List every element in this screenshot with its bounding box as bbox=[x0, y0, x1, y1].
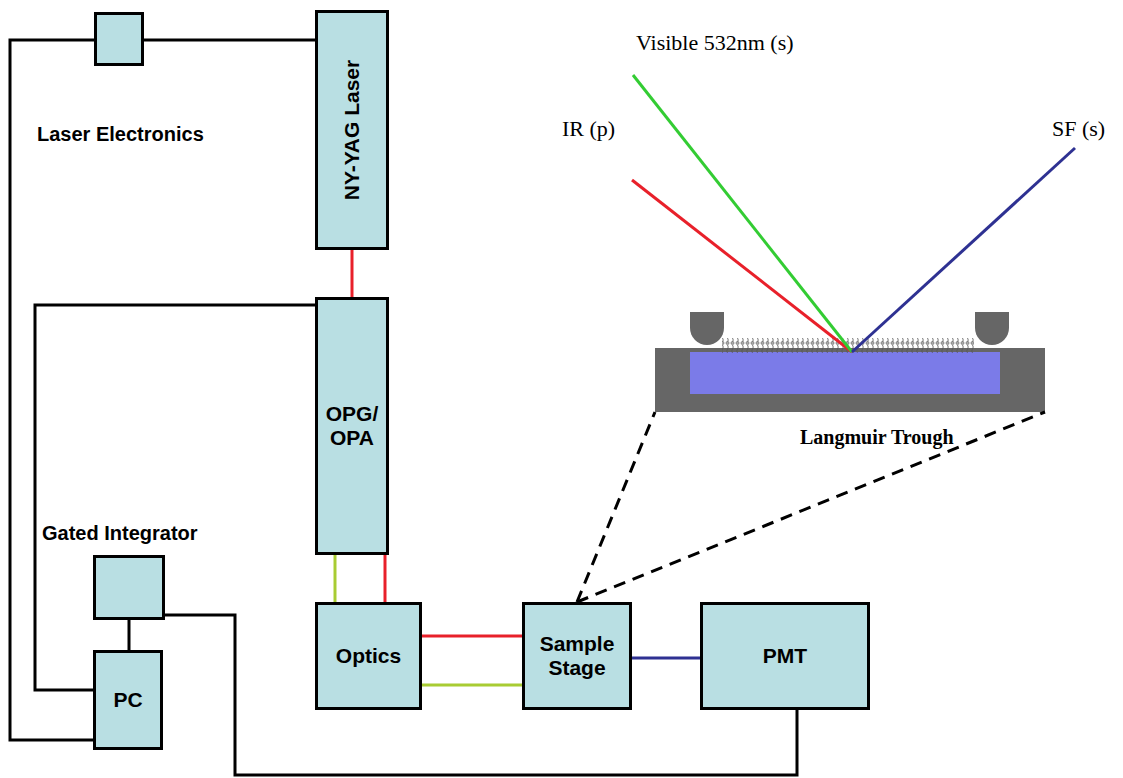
integrator-box: Gated Integrator bbox=[93, 555, 165, 620]
beam-label: IR (p) bbox=[562, 116, 615, 142]
box-label: Laser Electronics bbox=[37, 123, 204, 146]
connector-wire bbox=[334, 555, 337, 602]
connector-wire bbox=[35, 305, 315, 690]
beam-label: SF (s) bbox=[1052, 116, 1105, 142]
ir-beam bbox=[632, 180, 852, 352]
opa-box: OPG/ OPA bbox=[315, 297, 389, 555]
connector-wire bbox=[384, 555, 387, 602]
connector-wire bbox=[351, 250, 354, 297]
pc-box: PC bbox=[93, 650, 163, 750]
box-label: Optics bbox=[318, 644, 419, 668]
zoom-line bbox=[577, 412, 655, 602]
trough-base bbox=[655, 348, 1045, 412]
connector-wire bbox=[422, 684, 522, 687]
box-label: Gated Integrator bbox=[42, 522, 198, 545]
box-label: Sample Stage bbox=[525, 632, 629, 680]
sample-stage-box: Sample Stage bbox=[522, 602, 632, 710]
connector-wire bbox=[632, 657, 700, 660]
barrier bbox=[975, 312, 1009, 345]
beam-label: Visible 532nm (s) bbox=[636, 30, 794, 56]
sf-beam bbox=[852, 148, 1075, 352]
electronics-box: Laser Electronics bbox=[94, 12, 144, 66]
connector-wire bbox=[144, 39, 315, 42]
trough-label: Langmuir Trough bbox=[800, 426, 954, 449]
water-subphase bbox=[690, 352, 1000, 394]
box-label: NY-YAG Laser bbox=[340, 20, 364, 240]
pmt-box: PMT bbox=[700, 602, 870, 710]
visible-beam bbox=[633, 75, 852, 352]
barrier bbox=[690, 312, 724, 345]
connector-wire bbox=[128, 620, 131, 650]
connector-wire bbox=[422, 635, 522, 638]
box-label: PC bbox=[96, 688, 160, 712]
optics-box: Optics bbox=[315, 602, 422, 710]
box-label: PMT bbox=[703, 644, 867, 668]
laser-box: NY-YAG Laser bbox=[315, 10, 389, 250]
box-label: OPG/ OPA bbox=[318, 402, 386, 450]
zoom-line bbox=[577, 412, 1045, 602]
